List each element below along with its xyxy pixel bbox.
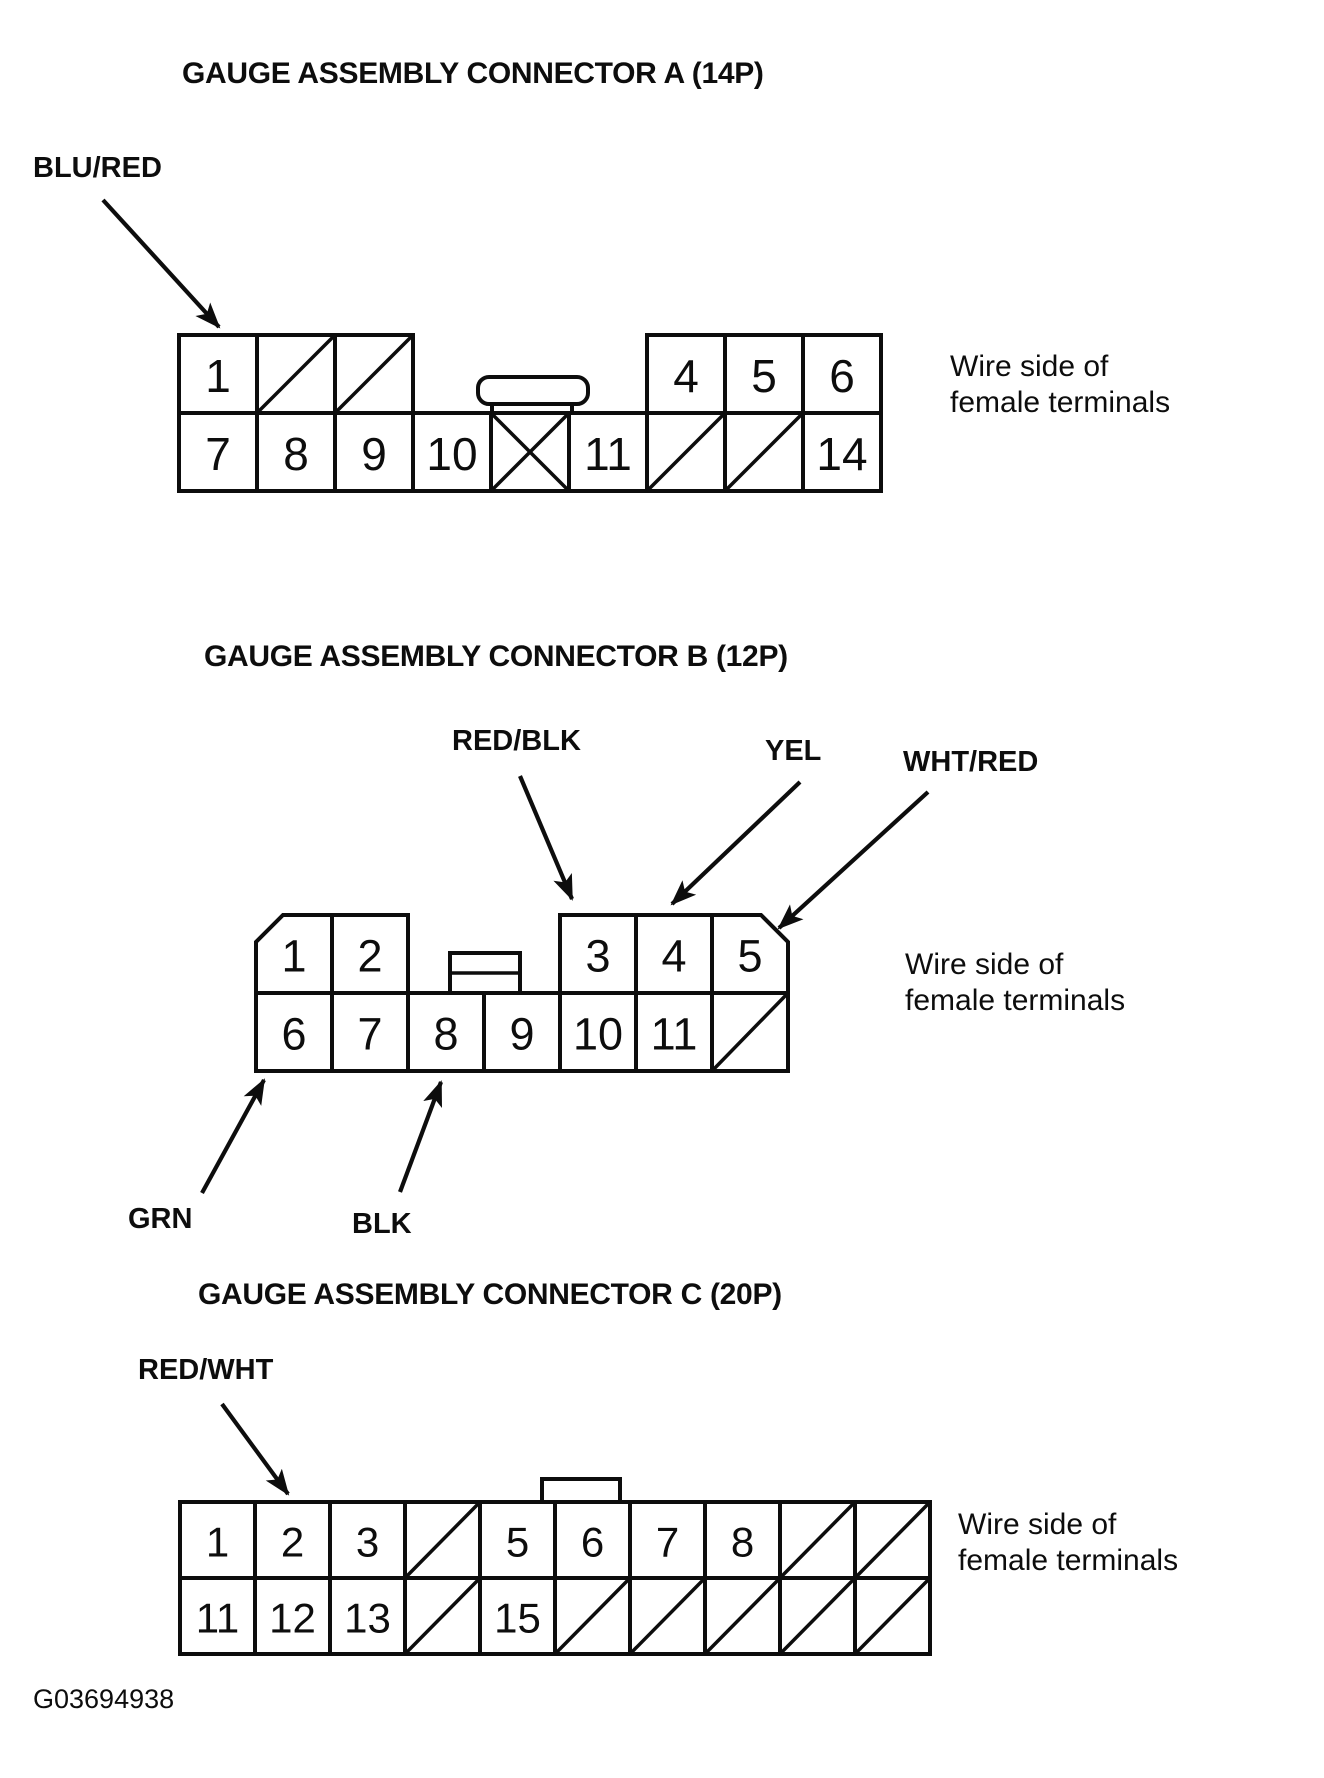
figure-code: G03694938 xyxy=(33,1684,175,1714)
connector-c-pin-11-cell xyxy=(178,1576,257,1656)
hatch-line xyxy=(645,411,727,493)
hatch-line xyxy=(403,1576,482,1656)
hatch-line xyxy=(553,1576,632,1656)
connector-b-pin-8-number: 8 xyxy=(433,1009,458,1060)
connector-b-pin-1-number: 1 xyxy=(281,931,306,982)
connector-c-pin-5-number: 5 xyxy=(506,1519,529,1566)
connector-c-title: GAUGE ASSEMBLY CONNECTOR C (20P) xyxy=(198,1278,782,1311)
hatch-line xyxy=(333,333,415,415)
connector-a-pin-7-cell xyxy=(177,411,259,493)
callout-blu-red: BLU/RED xyxy=(33,152,162,184)
connector-a-pin-6-number: 6 xyxy=(829,350,855,402)
connector-a-pin-4-number: 4 xyxy=(673,350,699,402)
hatch-line xyxy=(723,411,805,493)
connector-b-pin-11-number: 11 xyxy=(651,1009,698,1060)
connector-a-pin-5-number: 5 xyxy=(751,350,777,402)
connector-b-pin-10-cell xyxy=(558,991,638,1073)
connector-b-pin-6-number: 6 xyxy=(281,1009,306,1060)
hatch-line xyxy=(489,411,571,493)
connector-c-pin-11-number: 11 xyxy=(196,1595,240,1642)
connector-b-pin-3-number: 3 xyxy=(585,931,610,982)
hatch-line xyxy=(628,1576,707,1656)
connector-b-pin-11-cell xyxy=(634,991,714,1073)
connector-c-pin-3-number: 3 xyxy=(356,1519,379,1566)
connector-a-note: Wire side of female terminals xyxy=(950,350,1171,419)
connector-c-pin-13-cell xyxy=(328,1576,407,1656)
connector-a-pin-1-number: 1 xyxy=(205,350,231,402)
connector-a-pin-8-number: 8 xyxy=(283,428,309,480)
connector-b-pin-2-number: 2 xyxy=(357,931,382,982)
connector-b-pin-4-number: 4 xyxy=(661,931,686,982)
hatch-line xyxy=(710,991,790,1073)
connector-b-pin-5-cell xyxy=(710,913,790,995)
wht-red-arrow xyxy=(777,790,930,930)
callout-blk: BLK xyxy=(352,1208,412,1240)
connector-a-pin-14-number: 14 xyxy=(816,428,867,480)
connector-c-pin-8-number: 8 xyxy=(731,1519,754,1566)
connector-c-pin-12-cell xyxy=(253,1576,332,1656)
blu-red-arrow xyxy=(101,198,221,329)
connector-a-pin-14-cell xyxy=(801,411,883,493)
connector-c-pin-1-number: 1 xyxy=(206,1519,229,1566)
connector-a-title: GAUGE ASSEMBLY CONNECTOR A (14P) xyxy=(182,57,764,90)
connector-b-pin-7-number: 7 xyxy=(357,1009,382,1060)
connector-c-pin-5-cell xyxy=(478,1500,557,1580)
connector-c-pin-2-cell xyxy=(253,1500,332,1580)
hatch-line xyxy=(853,1576,932,1656)
red-blk-arrow xyxy=(518,775,574,901)
blk-arrow xyxy=(398,1080,443,1193)
callout-wht-red: WHT/RED xyxy=(903,746,1039,778)
connector-a-pin-9-number: 9 xyxy=(361,428,387,480)
hatch-line xyxy=(255,333,337,415)
yel-arrow xyxy=(670,780,802,906)
connector-b-title: GAUGE ASSEMBLY CONNECTOR B (12P) xyxy=(204,640,788,673)
connector-b-pin-10-number: 10 xyxy=(573,1009,623,1060)
connector-c-pin-15-number: 15 xyxy=(494,1595,541,1642)
connector-b-pin-2-cell xyxy=(330,913,410,995)
connector-b-pin-7-cell xyxy=(330,991,410,1073)
connector-b-pin-5-number: 5 xyxy=(737,931,762,982)
red-wht-arrow xyxy=(220,1402,290,1496)
connector-b-note: Wire side of female terminals xyxy=(905,948,1126,1017)
hatch-line xyxy=(778,1500,857,1580)
connector-c-pin-2-number: 2 xyxy=(281,1519,304,1566)
connector-a-pin-10-cell xyxy=(411,411,493,493)
connector-b-pin-6-cell xyxy=(254,991,334,1073)
hatch-line xyxy=(853,1500,932,1580)
connector-a-pin-10-number: 10 xyxy=(426,428,477,480)
connector-a-pin-7-number: 7 xyxy=(205,428,231,480)
connector-c-pin-15-cell xyxy=(478,1576,557,1656)
connector-a-pin-11-number: 11 xyxy=(584,428,632,480)
grn-arrow xyxy=(200,1078,266,1195)
callout-grn: GRN xyxy=(128,1203,193,1235)
callout-red-blk: RED/BLK xyxy=(452,725,581,757)
hatch-line xyxy=(778,1576,857,1656)
connector-c-note: Wire side of female terminals xyxy=(958,1508,1179,1577)
connector-a-pin-9-cell xyxy=(333,411,415,493)
connector-c-pin-7-number: 7 xyxy=(656,1519,679,1566)
callout-yel: YEL xyxy=(765,735,822,767)
connector-c-pin-13-number: 13 xyxy=(344,1595,391,1642)
connector-c-pin-6-number: 6 xyxy=(581,1519,604,1566)
connector-b-pin-9-cell xyxy=(482,991,562,1073)
connector-c-pin-12-number: 12 xyxy=(269,1595,316,1642)
callout-red-wht: RED/WHT xyxy=(138,1354,274,1386)
hatch-line xyxy=(703,1576,782,1656)
connector-b-pin-9-number: 9 xyxy=(509,1009,534,1060)
hatch-line xyxy=(403,1500,482,1580)
